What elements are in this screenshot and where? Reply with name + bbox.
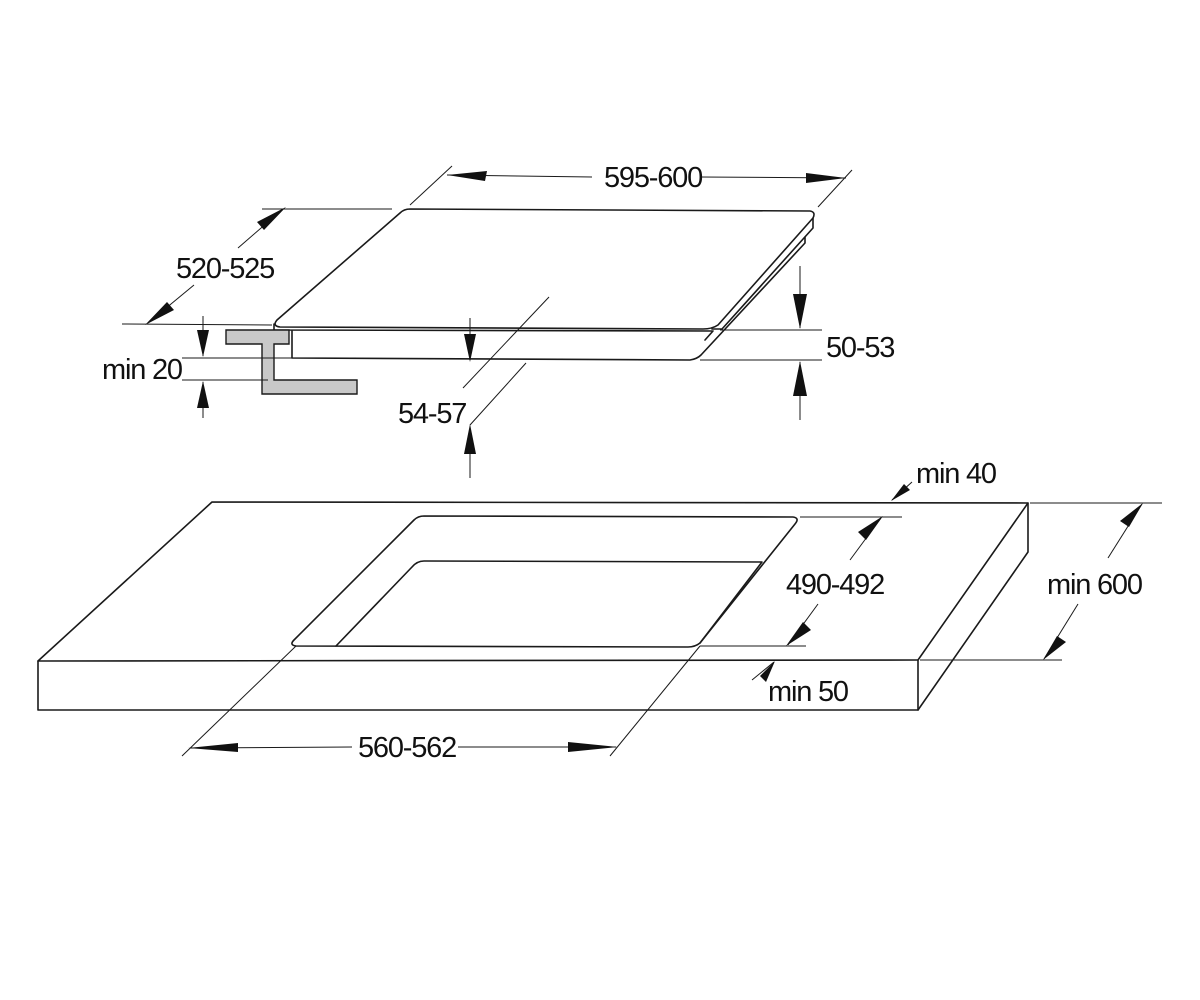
label-hob-height: 50-53: [826, 332, 894, 364]
dim-min-back-gap: [891, 481, 913, 501]
dim-cutout-depth: [700, 516, 902, 647]
dim-hob-width: [409, 165, 853, 208]
label-min-front-gap: min 50: [768, 676, 848, 708]
dim-min-clearance-top: [182, 316, 292, 418]
label-min-clearance-top: min 20: [102, 354, 182, 386]
dim-min-front-gap: [751, 661, 775, 682]
worktop-drawing: [37, 501, 1029, 711]
dim-built-in-depth: [462, 296, 550, 478]
hob-body: [291, 236, 806, 361]
mounting-bracket: [225, 329, 358, 395]
label-cutout-depth: 490-492: [786, 569, 884, 601]
hob-drawing: [273, 208, 815, 361]
label-hob-width: 595-600: [604, 162, 702, 194]
hob-top-surface: [274, 208, 815, 330]
worktop-side-face: [917, 502, 1029, 711]
label-built-in-depth: 54-57: [398, 398, 466, 430]
label-min-back-gap: min 40: [916, 458, 996, 490]
worktop-cutout: [291, 515, 798, 648]
worktop-front-face: [37, 659, 919, 711]
label-worktop-depth: min 600: [1047, 569, 1142, 601]
dim-worktop-depth: [920, 502, 1162, 661]
dim-cutout-width: [181, 645, 701, 757]
dim-hob-depth: [121, 207, 392, 326]
label-hob-depth: 520-525: [176, 253, 274, 285]
label-cutout-width: 560-562: [358, 732, 456, 764]
dim-hob-height: [700, 266, 822, 420]
